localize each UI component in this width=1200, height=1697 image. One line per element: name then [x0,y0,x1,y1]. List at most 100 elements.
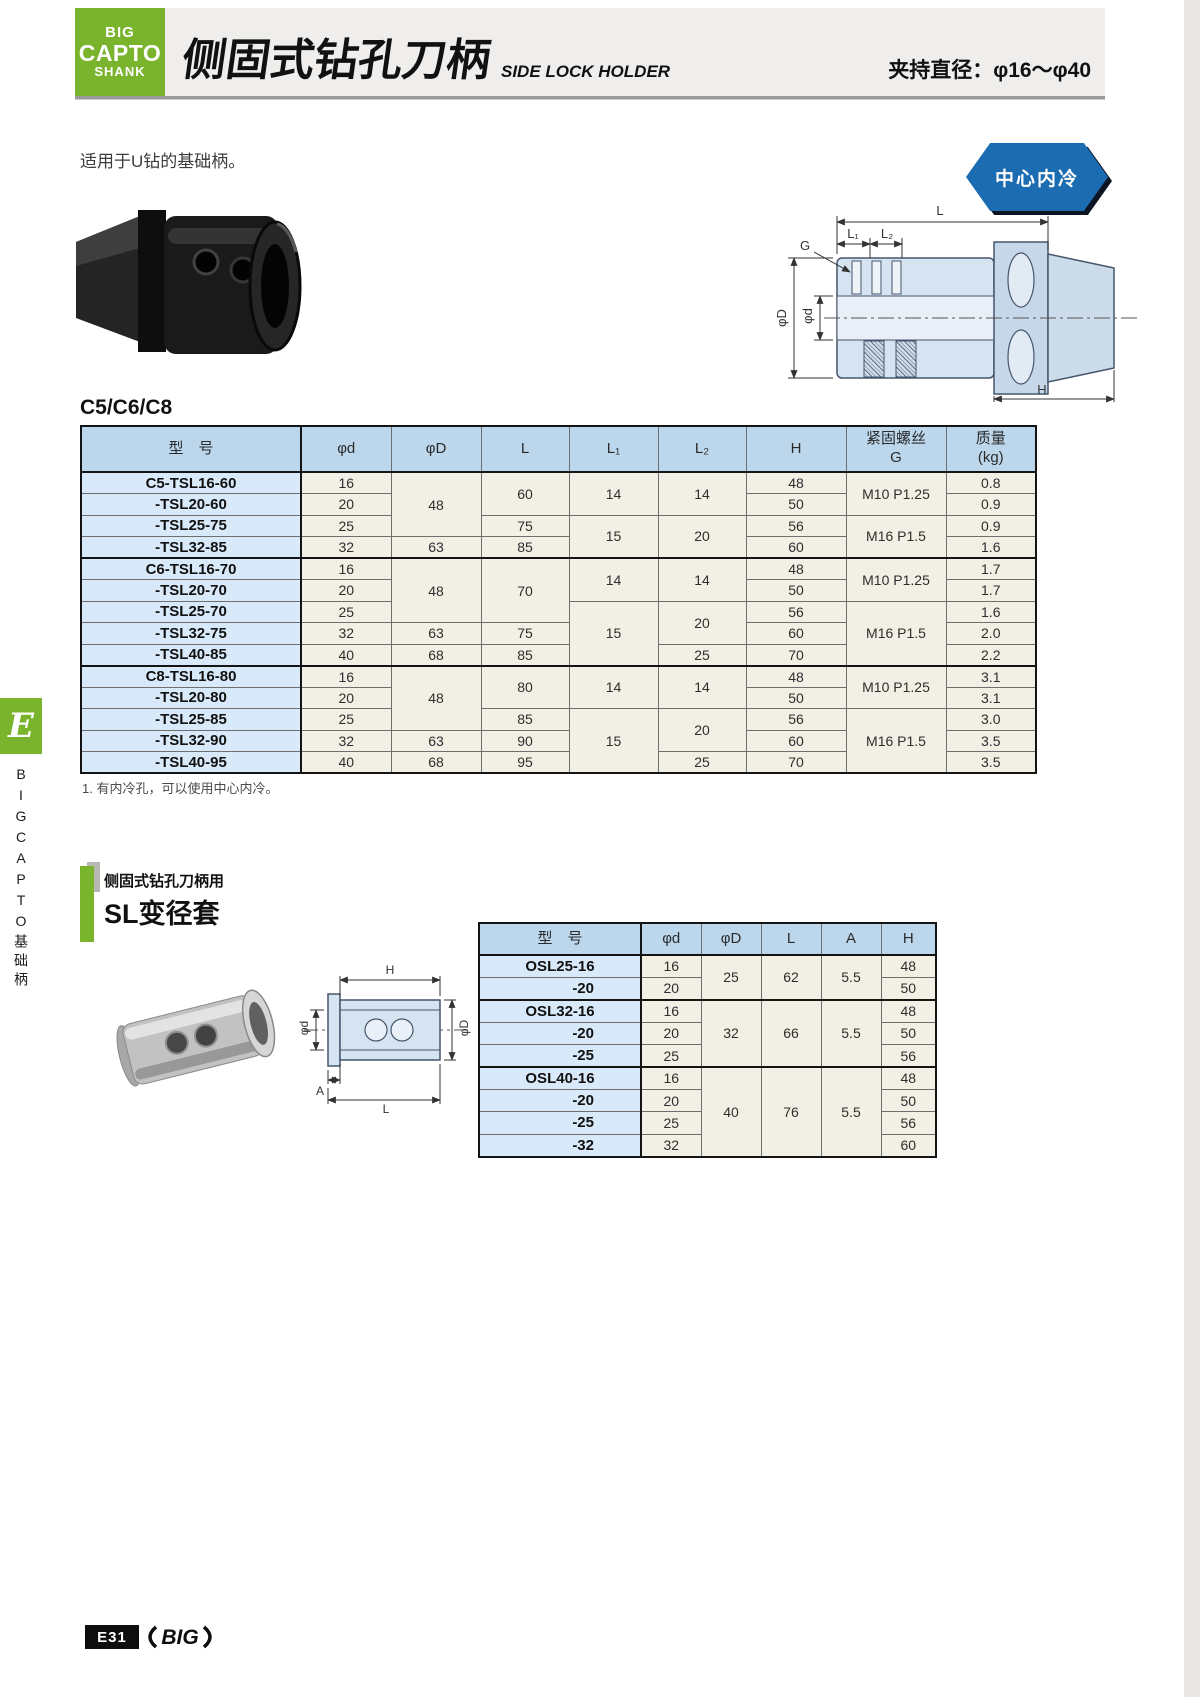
chapter-tab: E [0,698,42,754]
value-cell: 25 [300,708,392,731]
value-cell: 20 [300,579,392,602]
dim-L1: L₁ [847,226,859,241]
value-cell: 32 [300,729,392,752]
model-cell: -25 [478,1111,642,1135]
value-cell: 3.0 [945,708,1037,731]
model-cell: -TSL20-70 [80,579,302,602]
value-cell: 85 [480,708,570,731]
model-cell: C8-TSL16-80 [80,664,302,688]
column-header: H [745,425,847,473]
value-cell: 50 [745,686,847,709]
header-rule [75,96,1105,100]
big-brand-logo: BIG [148,1625,212,1649]
value-cell: 63 [390,622,482,645]
value-cell: 3.1 [945,664,1037,688]
model-cell: -TSL40-95 [80,751,302,774]
value-cell: 16 [300,664,392,688]
model-cell: -TSL40-85 [80,643,302,666]
value-cell: M16 P1.5 [845,708,947,774]
dim2-L: L [383,1102,390,1114]
model-cell: C6-TSL16-70 [80,557,302,580]
value-cell: M10 P1.25 [845,471,947,516]
dim2-A: A [316,1084,324,1098]
column-header: L₂ [657,425,747,473]
value-cell: 56 [880,1044,937,1068]
value-cell: 48 [745,471,847,494]
value-cell: 80 [480,664,570,709]
value-cell: 1.7 [945,557,1037,580]
column-header: φd [640,922,702,956]
model-cell: -TSL25-75 [80,514,302,537]
value-cell: 70 [480,557,570,623]
value-cell: 16 [300,471,392,494]
model-cell: -TSL20-60 [80,493,302,516]
value-cell: 20 [657,708,747,752]
value-cell: M16 P1.5 [845,600,947,666]
dim-phid: φd [800,308,815,324]
section-subtitle: 侧固式钻孔刀柄用 [104,873,225,890]
value-cell: 75 [480,514,570,537]
model-cell: -20 [478,1088,642,1113]
value-cell: 16 [640,953,702,978]
value-cell: 32 [300,622,392,645]
value-cell: 15 [568,600,659,666]
model-cell: OSL40-16 [478,1065,642,1090]
value-cell: 62 [760,954,822,1001]
dim-L2: L₂ [881,226,893,241]
value-cell: 66 [760,998,822,1068]
value-cell: 1.7 [945,579,1037,602]
value-cell: 48 [880,998,937,1023]
dim2-phiD: φD [457,1019,471,1036]
model-cell: OSL32-16 [478,998,642,1023]
page-edge [1184,0,1200,1697]
value-cell: 60 [745,622,847,645]
holder-drawing: L L₁ L₂ G φD φd H [774,203,1140,403]
value-cell: 48 [390,664,482,731]
page-number: E31 [85,1625,139,1649]
value-cell: 25 [300,600,392,623]
footnote: 1. 有内冷孔，可以使用中心内冷。 [82,781,279,796]
model-cell: C5-TSL16-60 [80,471,302,494]
column-header: H [880,922,937,956]
model-cell: -20 [478,976,642,1001]
value-cell: 20 [640,1088,702,1113]
value-cell: 20 [300,686,392,709]
logo-line2: CAPTO [78,39,162,66]
value-cell: 56 [745,708,847,731]
big-capto-shank-logo: BIG CAPTO SHANK [75,8,165,96]
value-cell: 1.6 [945,600,1037,623]
value-cell: 16 [640,1065,702,1090]
model-cell: -TSL20-80 [80,686,302,709]
value-cell: 60 [480,471,570,516]
value-cell: 5.5 [820,998,882,1068]
dim2-H: H [386,963,395,977]
center-coolant-badge: 中心内冷 [966,143,1112,215]
value-cell: 85 [480,536,570,559]
value-cell: 48 [880,953,937,978]
value-cell: 85 [480,643,570,666]
value-cell: 50 [880,1088,937,1113]
holder-photo [76,210,302,354]
value-cell: 40 [700,1065,762,1158]
value-cell: 32 [640,1133,702,1158]
model-cell: -TSL25-85 [80,708,302,731]
dim-G: G [800,238,810,253]
value-cell: 2.0 [945,622,1037,645]
page-footer: E31 BIG [85,1624,218,1650]
value-cell: 14 [568,557,659,602]
model-cell: -25 [478,1044,642,1068]
value-cell: 2.2 [945,643,1037,666]
